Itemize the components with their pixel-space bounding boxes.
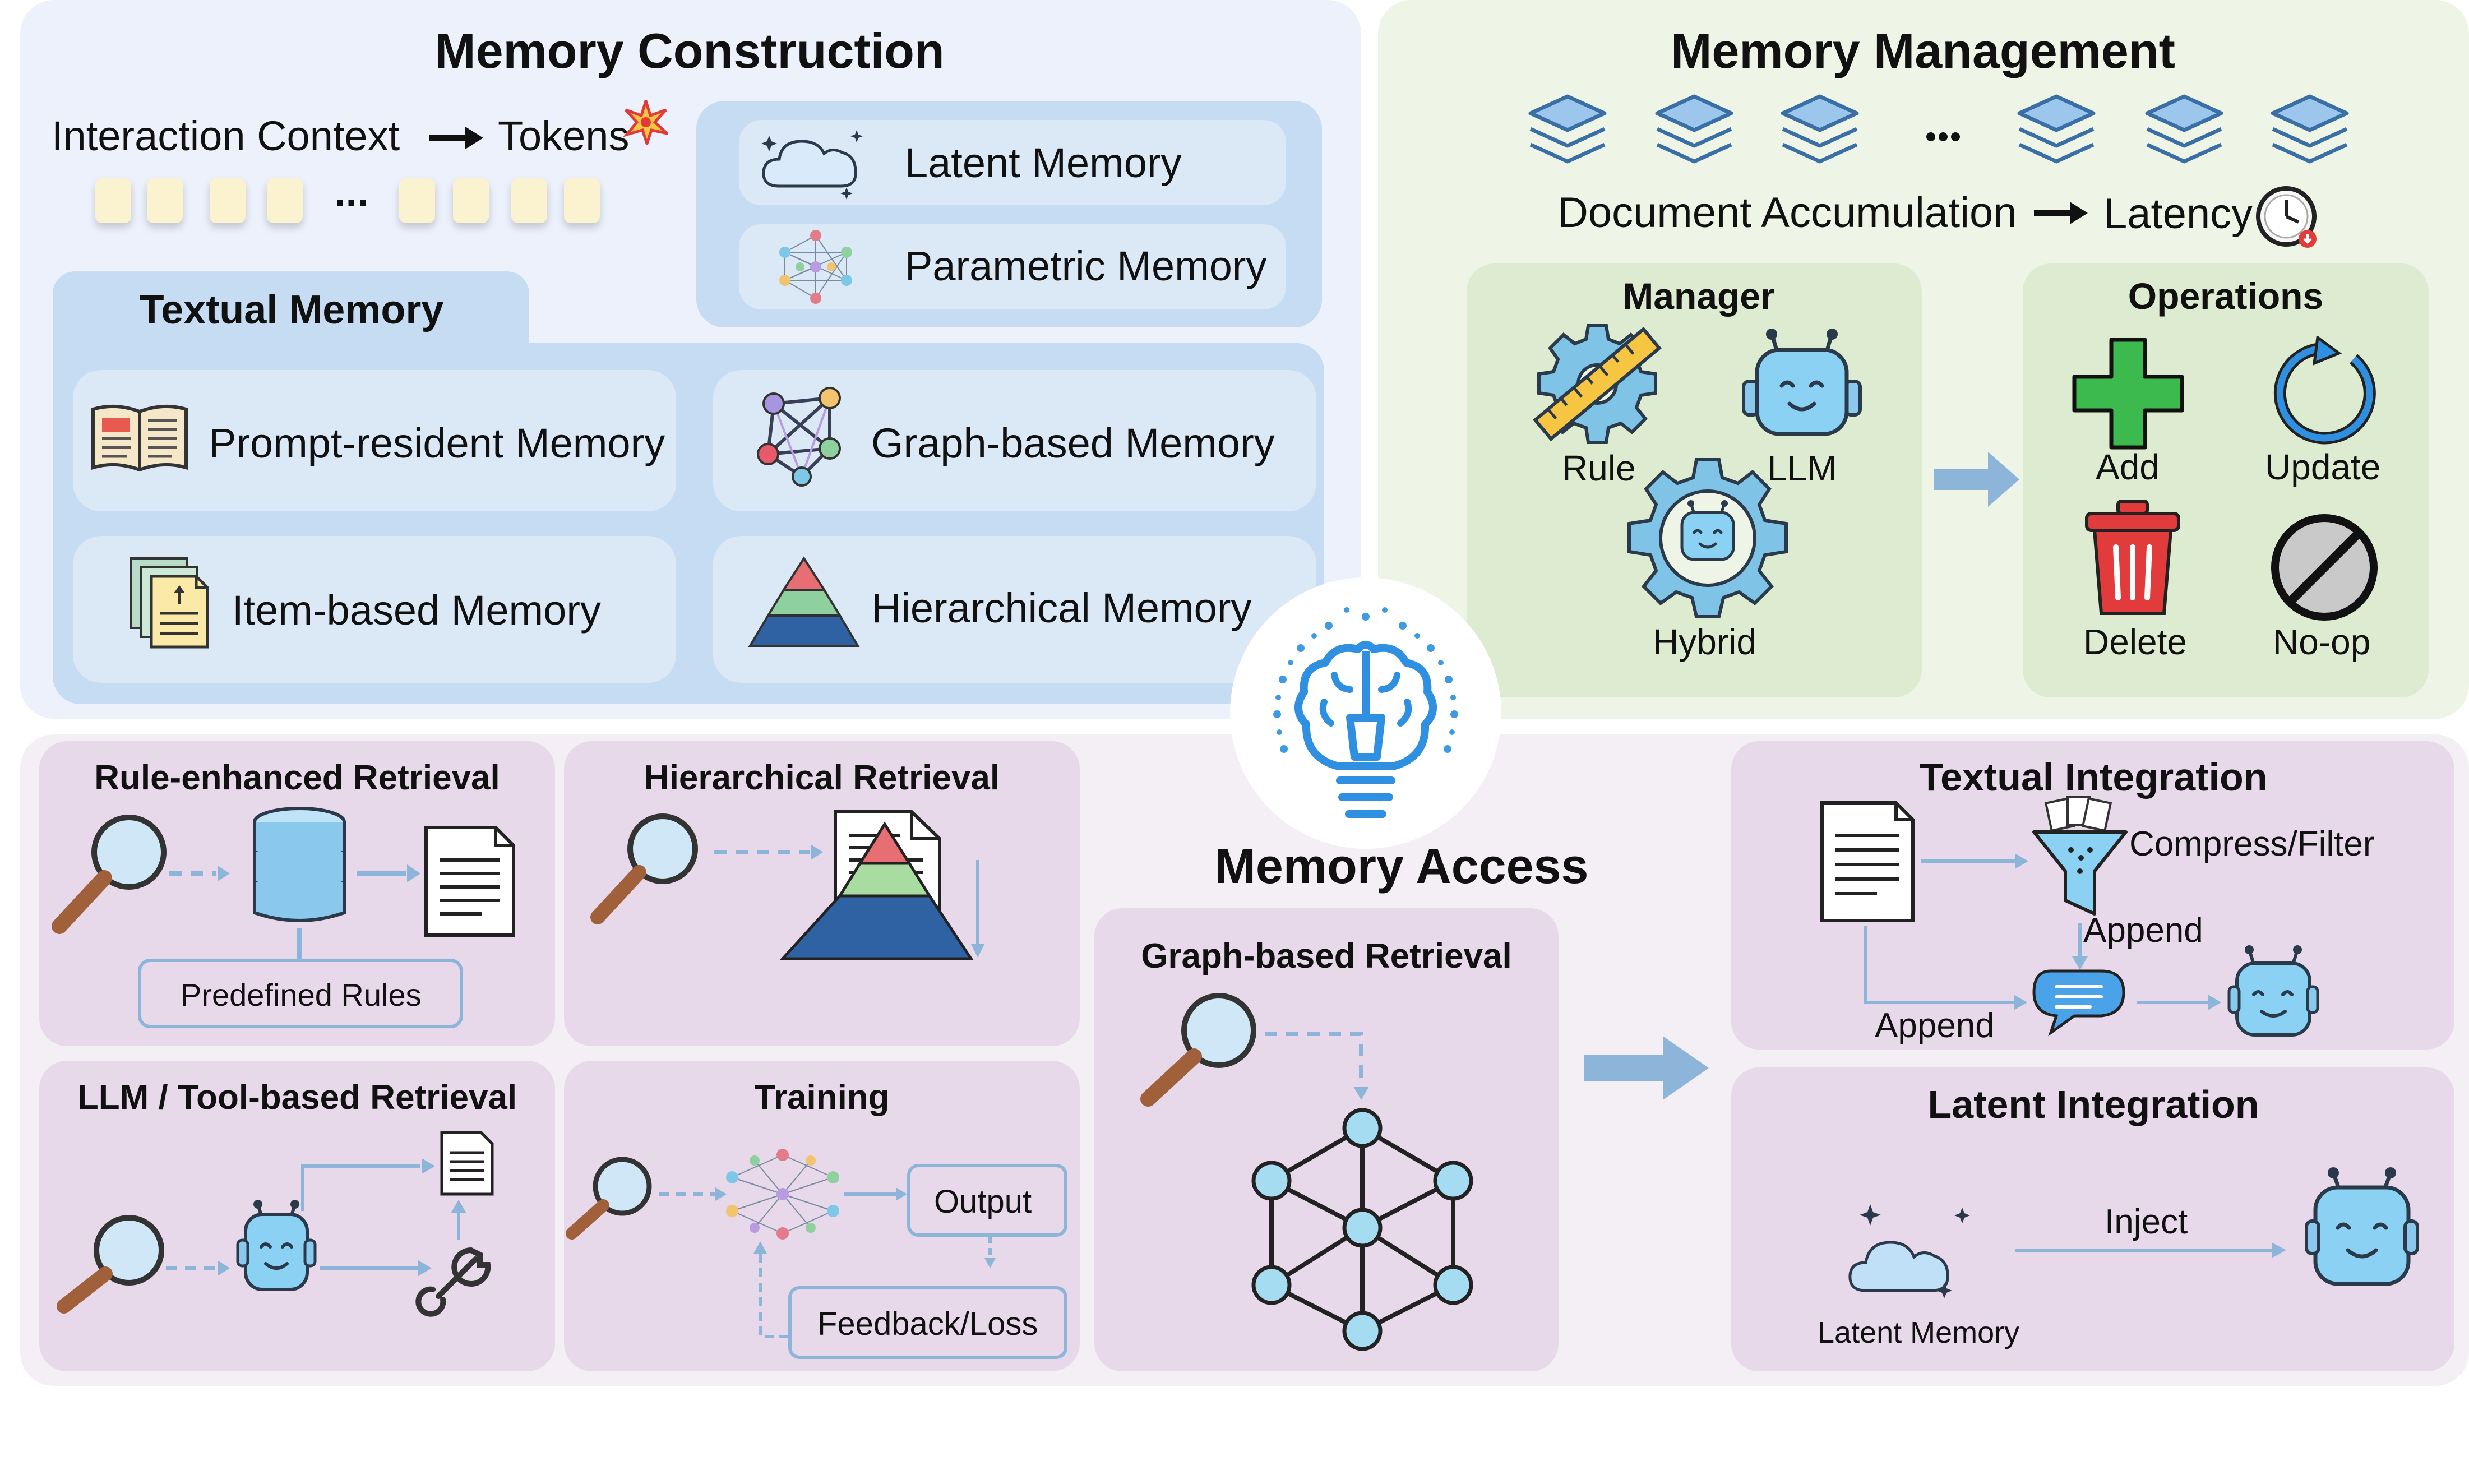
token bbox=[210, 178, 246, 223]
access-to-integration-arrow bbox=[1584, 1033, 1713, 1103]
graph-icon bbox=[751, 381, 852, 488]
add-label: Add bbox=[2096, 447, 2160, 487]
latent-integration-diagram bbox=[1731, 1138, 2454, 1368]
document-accumulation-label: Document Accumulation bbox=[1557, 189, 2017, 237]
brain-lightbulb-icon bbox=[1230, 577, 1501, 849]
spark-icon bbox=[623, 96, 672, 148]
feedback-loss-label: Feedback/Loss bbox=[817, 1306, 1038, 1342]
training-title: Training bbox=[754, 1078, 890, 1117]
prompt-resident-memory-label: Prompt-resident Memory bbox=[209, 420, 665, 466]
documents-icon bbox=[127, 555, 216, 650]
graph-retrieval-diagram bbox=[1094, 976, 1559, 1368]
rule-label: Rule bbox=[1562, 448, 1636, 488]
feedback-loss-box bbox=[788, 1286, 1067, 1359]
parametric-memory-label: Parametric Memory bbox=[905, 243, 1267, 289]
llm-tool-diagram bbox=[39, 1121, 555, 1368]
construction-title: Memory Construction bbox=[434, 23, 945, 78]
rule-enhanced-diagram bbox=[39, 802, 555, 1048]
training-diagram bbox=[564, 1121, 1080, 1368]
update-icon bbox=[2269, 335, 2382, 449]
open-book-icon bbox=[87, 398, 192, 477]
operations-title: Operations bbox=[2128, 275, 2324, 317]
neural-network-icon bbox=[768, 224, 863, 309]
hierarchical-memory-label: Hierarchical Memory bbox=[871, 585, 1252, 631]
hierarchical-retrieval-title: Hierarchical Retrieval bbox=[644, 759, 1000, 797]
token bbox=[453, 178, 489, 223]
management-title: Memory Management bbox=[1671, 23, 2175, 78]
latent-memory-caption: Latent Memory bbox=[1818, 1316, 2020, 1349]
tokens-label: Tokens bbox=[498, 113, 630, 159]
cloud-icon bbox=[757, 124, 869, 201]
predefined-rules-label: Predefined Rules bbox=[181, 977, 422, 1013]
manager-to-operations-arrow bbox=[1934, 449, 2024, 510]
textual-memory-title: Textual Memory bbox=[139, 288, 444, 332]
graph-based-retrieval-box bbox=[1094, 908, 1559, 1371]
manager-title: Manager bbox=[1622, 275, 1775, 317]
delete-label: Delete bbox=[2083, 622, 2187, 662]
delete-trash-icon bbox=[2082, 499, 2183, 617]
document-stacks bbox=[1525, 90, 2355, 174]
llm-label: LLM bbox=[1767, 448, 1837, 488]
hybrid-gear-robot-icon bbox=[1624, 454, 1792, 622]
output-box bbox=[907, 1164, 1067, 1237]
hybrid-label: Hybrid bbox=[1653, 622, 1756, 662]
token bbox=[147, 178, 183, 223]
graph-based-retrieval-title: Graph-based Retrieval bbox=[1141, 937, 1512, 976]
textual-integration-diagram bbox=[1731, 796, 2454, 1048]
latent-integration-title: Latent Integration bbox=[1927, 1083, 2259, 1126]
interaction-context-label: Interaction Context bbox=[52, 113, 400, 159]
memory-access-title: Memory Access bbox=[1214, 838, 1589, 894]
token-ellipsis: ... bbox=[334, 169, 369, 215]
operations-box bbox=[2023, 263, 2429, 697]
append-label-bottom: Append bbox=[1875, 1006, 1995, 1045]
llm-robot-icon bbox=[1740, 327, 1864, 445]
rule-enhanced-retrieval-title: Rule-enhanced Retrieval bbox=[94, 759, 500, 797]
add-icon bbox=[2072, 338, 2184, 450]
output-label: Output bbox=[934, 1183, 1032, 1220]
update-label: Update bbox=[2265, 447, 2381, 487]
inject-label: Inject bbox=[2105, 1203, 2188, 1241]
compress-filter-label: Compress/Filter bbox=[2129, 825, 2375, 863]
textual-integration-title: Textual Integration bbox=[1919, 755, 2268, 799]
token bbox=[511, 178, 547, 223]
token bbox=[267, 178, 303, 223]
hierarchical-retrieval-diagram bbox=[564, 802, 1080, 1048]
latent-memory-label: Latent Memory bbox=[905, 140, 1182, 186]
clock-icon bbox=[2254, 183, 2323, 252]
latency-label: Latency bbox=[2103, 190, 2253, 238]
no-op-label: No-op bbox=[2273, 622, 2371, 662]
item-based-memory-label: Item-based Memory bbox=[232, 587, 601, 634]
append-label-top: Append bbox=[2083, 911, 2203, 950]
pyramid-icon bbox=[748, 555, 860, 650]
token bbox=[564, 178, 600, 223]
graph-based-memory-label: Graph-based Memory bbox=[871, 420, 1275, 466]
no-op-icon bbox=[2268, 511, 2380, 623]
predefined-rules-box bbox=[138, 959, 463, 1028]
token bbox=[95, 178, 131, 223]
hierarchical-retrieval-box bbox=[564, 741, 1080, 1046]
token bbox=[399, 178, 435, 223]
llm-tool-retrieval-title: LLM / Tool-based Retrieval bbox=[77, 1078, 517, 1117]
rule-gear-icon bbox=[1533, 320, 1662, 449]
